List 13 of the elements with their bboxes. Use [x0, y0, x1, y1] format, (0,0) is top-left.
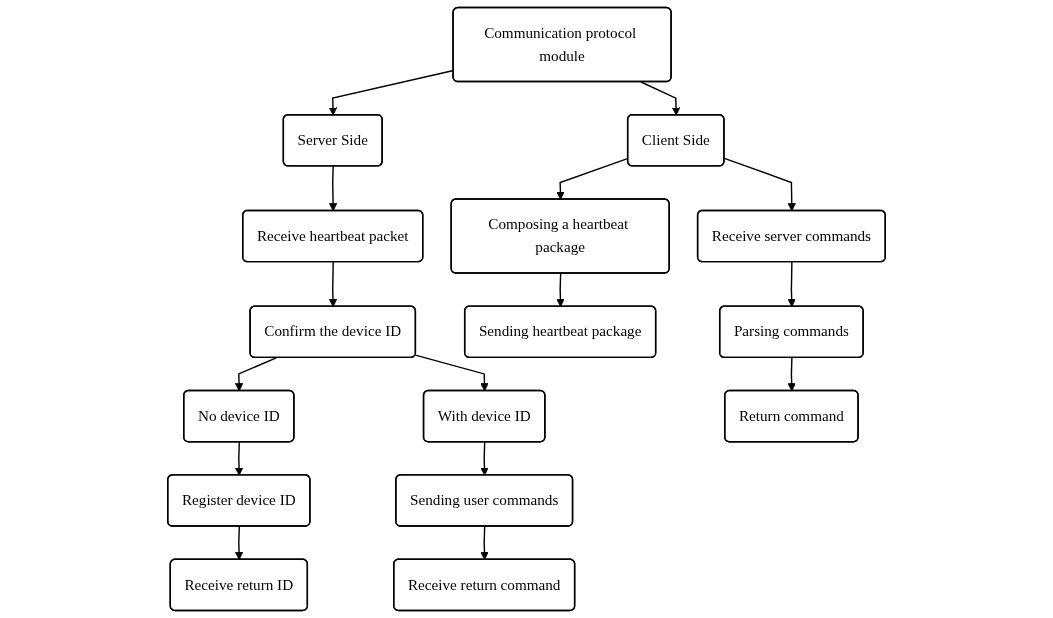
arrow	[556, 272, 565, 307]
arrow	[328, 261, 338, 307]
arrow	[480, 441, 489, 476]
arrow	[787, 261, 796, 307]
arrow	[723, 157, 796, 212]
arrow	[234, 441, 244, 476]
arrow	[480, 525, 489, 561]
arrow	[414, 354, 489, 392]
arrow	[328, 165, 338, 212]
arrow	[640, 81, 681, 116]
arrow	[234, 357, 277, 392]
arrow	[234, 525, 244, 561]
arrow	[787, 357, 796, 392]
